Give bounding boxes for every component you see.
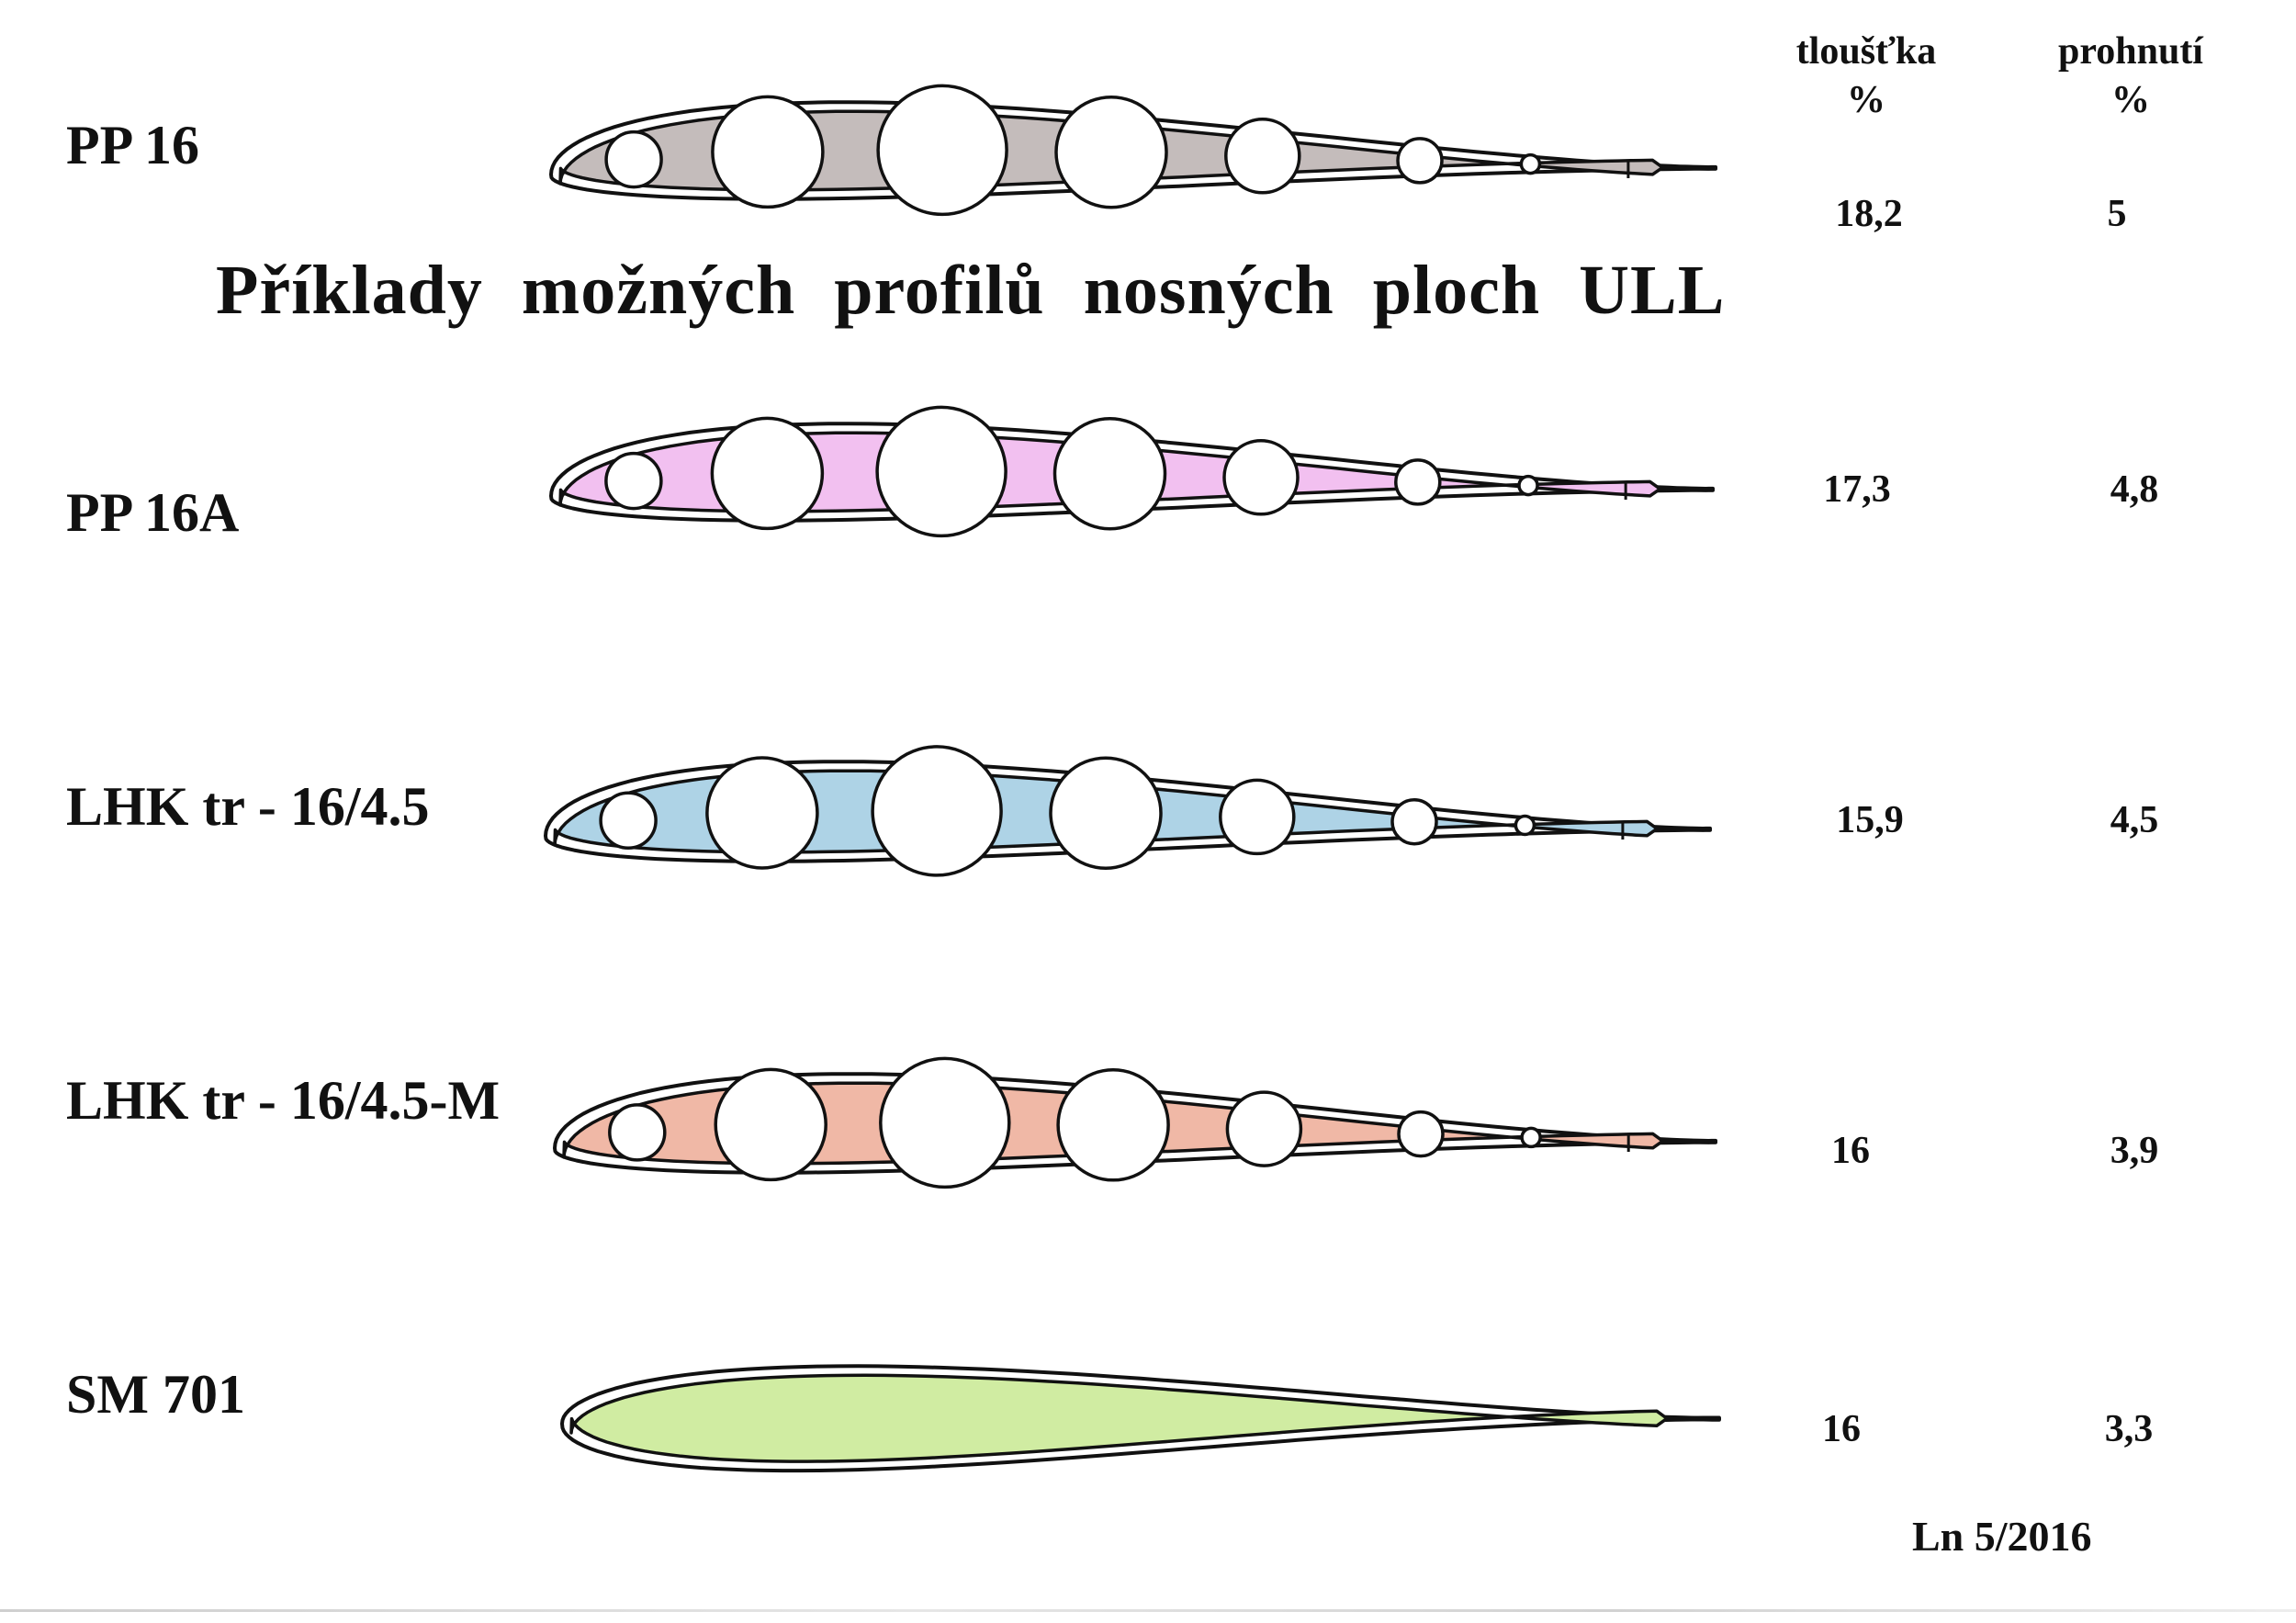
camber-value: 3,3 [2104, 1408, 2154, 1450]
profile-name-pp16a: PP 16A [66, 482, 240, 543]
camber-header-label: prohnutí [2058, 30, 2203, 73]
lightening-hole [1056, 1068, 1170, 1182]
lightening-hole [1390, 797, 1438, 846]
thickness-header-unit: % [1847, 78, 1885, 121]
camber-header: prohnutí % [2020, 28, 2241, 124]
airfoil-core [569, 1373, 1721, 1463]
lightening-hole [714, 1067, 827, 1182]
lightening-hole [1514, 814, 1536, 837]
profile-name-pp16: PP 16 [66, 115, 199, 175]
camber-value: 4,8 [2110, 468, 2159, 511]
thickness-value: 18,2 [1835, 193, 1903, 235]
lightening-hole [705, 756, 819, 870]
lightening-hole [1054, 95, 1168, 209]
thickness-value: 16 [1822, 1408, 1861, 1450]
airfoil-profile-4 [553, 1056, 1717, 1189]
lightening-hole [1517, 474, 1539, 497]
lightening-hole [875, 405, 1007, 538]
thickness-header: tloušťka % [1756, 28, 1976, 124]
lightening-hole [871, 745, 1003, 877]
page-title: Příklady možných profilů nosných ploch U… [216, 252, 1726, 329]
lightening-hole [608, 1103, 667, 1162]
profile-name-lhk-16-45: LHK tr - 16/4.5 [66, 776, 430, 837]
lightening-hole [604, 130, 663, 189]
lightening-hole [1219, 778, 1296, 856]
airfoil-profile-1 [549, 84, 1717, 217]
lightening-hole [1397, 1110, 1445, 1158]
airfoil-profile-3 [544, 745, 1712, 877]
lightening-hole [1222, 439, 1300, 516]
author-signature: Ln 5/2016 [1912, 1513, 2092, 1560]
camber-header-unit: % [2111, 78, 2150, 121]
profile-name-sm701: SM 701 [66, 1364, 245, 1425]
lightening-hole [1224, 118, 1301, 195]
lightening-hole [876, 84, 1008, 217]
thickness-header-label: tloušťka [1795, 30, 1937, 73]
lightening-hole [604, 451, 663, 511]
lightening-hole [710, 416, 825, 531]
lightening-hole [879, 1056, 1011, 1189]
lightening-hole [1519, 152, 1542, 175]
lightening-hole [1049, 756, 1163, 870]
lightening-hole [1520, 1126, 1542, 1149]
scan-edge-line [0, 1609, 2296, 1612]
camber-value: 4,5 [2110, 799, 2159, 841]
lightening-hole [1394, 458, 1442, 506]
thickness-value: 15,9 [1836, 799, 1904, 841]
airfoil-profile-5 [560, 1364, 1721, 1473]
lightening-hole [1052, 416, 1167, 531]
thickness-value: 17,3 [1823, 468, 1891, 511]
camber-value: 5 [2107, 193, 2127, 235]
camber-value: 3,9 [2110, 1130, 2159, 1172]
lightening-hole [1396, 137, 1444, 185]
thickness-value: 16 [1831, 1130, 1870, 1172]
airfoil-profile-2 [549, 405, 1715, 538]
lightening-hole [599, 791, 658, 851]
profile-name-lhk-16-45-m: LHK tr - 16/4.5-M [66, 1070, 501, 1131]
lightening-hole [711, 95, 825, 209]
lightening-hole [1225, 1090, 1303, 1167]
